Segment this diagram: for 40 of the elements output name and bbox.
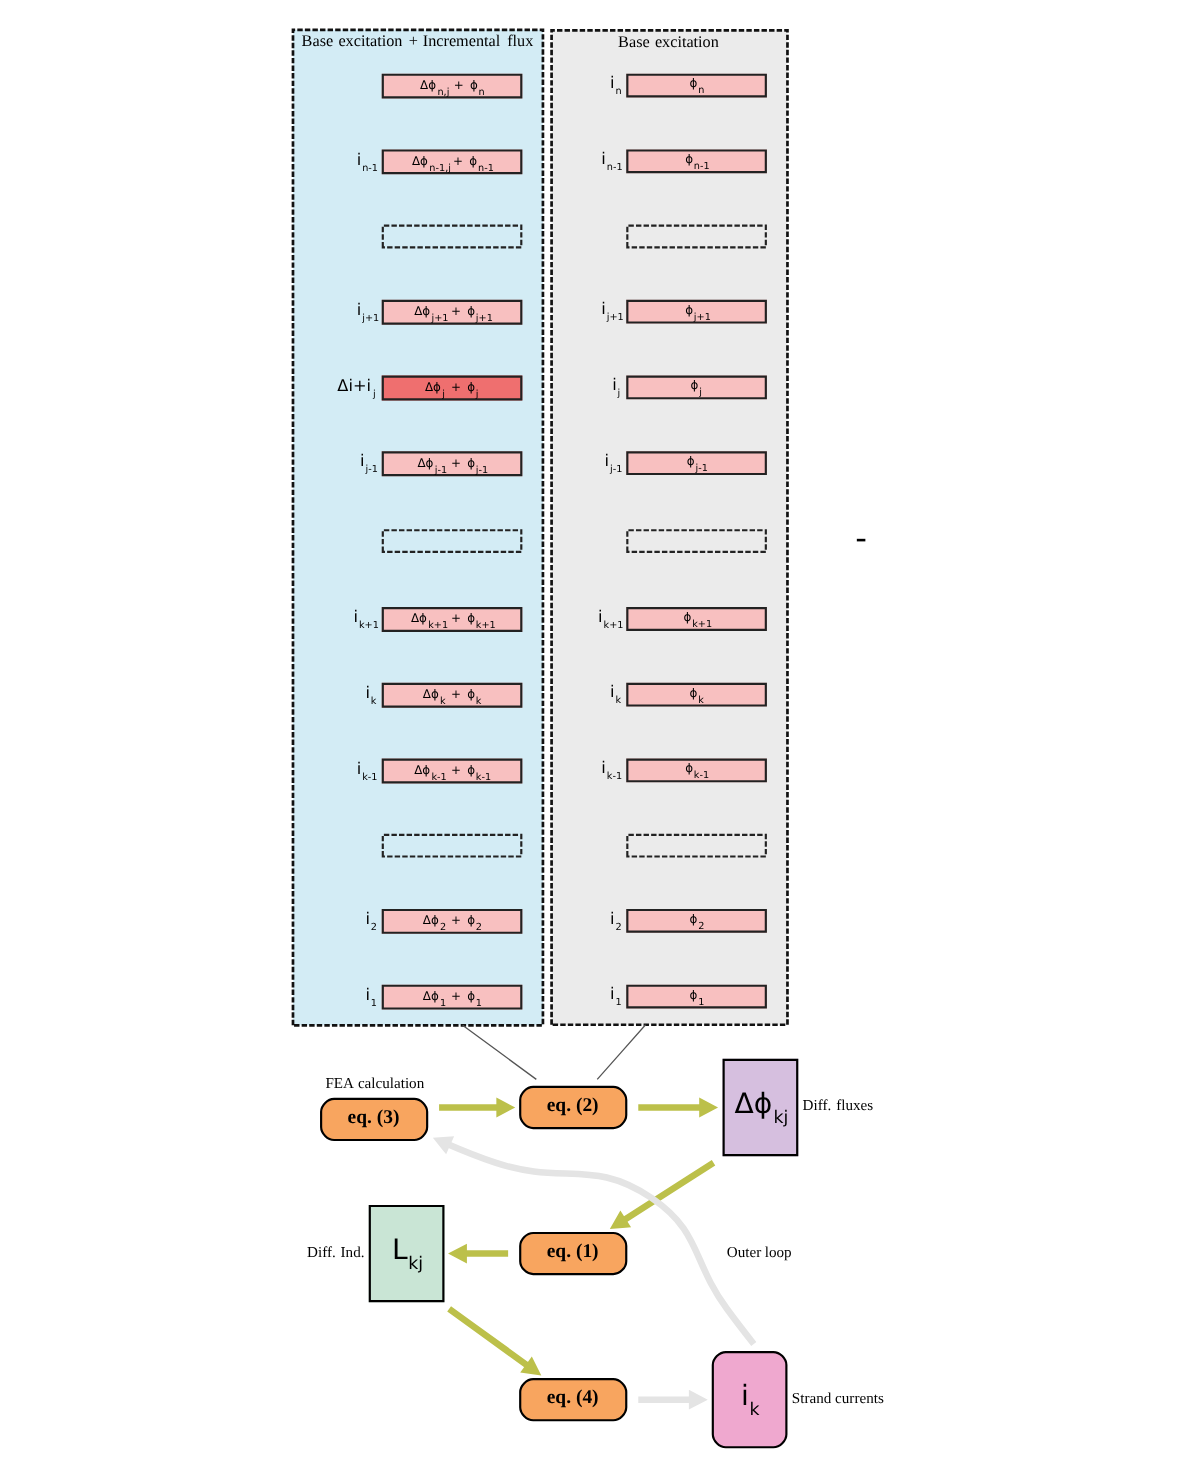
node-label: FEA calculation [325,1074,425,1093]
node-label: i$_{k+1}$ [353,606,379,633]
node-box [381,224,523,249]
arrow [448,1243,509,1264]
arrow [447,1306,542,1376]
node-box [626,833,767,858]
node-label: i$_{k+1}$ [598,605,624,632]
node-label: i$_{k}$ [610,681,622,708]
node-label: i$_{n-1}$ [601,147,623,174]
node-label: i$_{1}$ [610,983,622,1010]
arrow [439,1097,516,1118]
node-label: i$_{2}$ [365,908,378,935]
node-box [626,224,767,249]
arrow [432,1136,757,1346]
node-box [626,529,767,553]
connector [596,1024,647,1080]
node-label: Δi+i$_{j}$ [337,374,376,401]
node-label: i$_{2}$ [610,907,622,934]
node-label: i$_{k-1}$ [601,757,623,784]
node-label: i$_{j-1}$ [360,450,378,477]
node-label: Strand currents [791,1388,884,1407]
node-label: i$_{j-1}$ [604,449,623,476]
node-label: i$_{1}$ [365,983,378,1010]
node-label: i$_{n-1}$ [356,148,379,175]
node-label: i$_{j}$ [612,374,621,401]
node-box [381,833,523,858]
node-label: Diff. fluxes [802,1096,874,1115]
node-label: i$_{n}$ [610,72,622,99]
connector [461,1024,537,1080]
node-label: i$_{j+1}$ [601,298,624,325]
arrow [638,1389,708,1410]
node-label: Diff. Ind. [307,1242,365,1261]
arrow [609,1160,716,1230]
label: - [855,519,867,558]
arrow [638,1097,719,1118]
node-box [381,529,523,553]
node-label: i$_{k-1}$ [356,757,378,784]
node-label: i$_{k}$ [365,681,377,708]
edge-label: Outer loop [726,1242,792,1261]
node-label: i$_{j+1}$ [356,298,380,325]
